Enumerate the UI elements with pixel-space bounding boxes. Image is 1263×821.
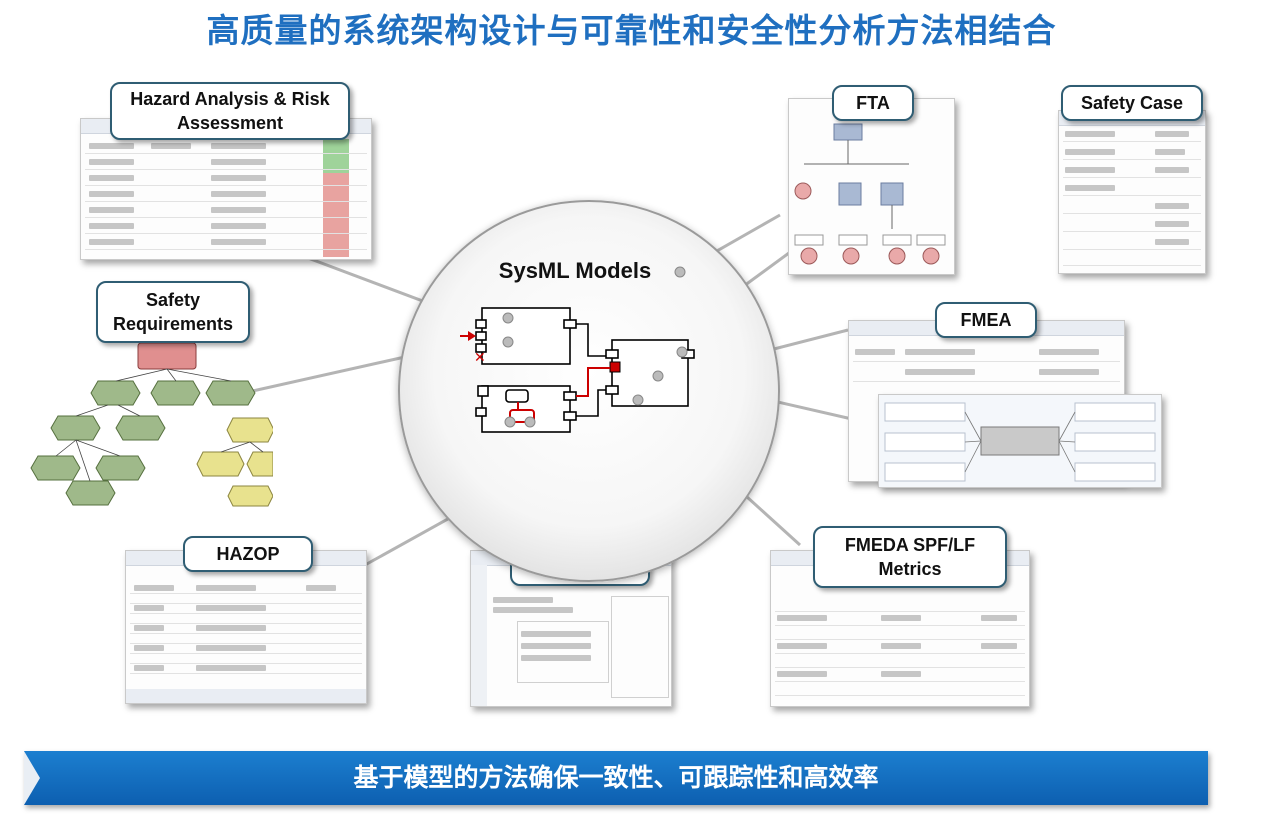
sysml-port: [605, 385, 619, 395]
hazop-label[interactable]: HAZOP: [183, 536, 313, 572]
fta-label[interactable]: FTA: [832, 85, 914, 121]
safety-case-thumbnail: [1058, 110, 1206, 274]
requirement-node-yellow: [227, 485, 273, 507]
requirement-node-yellow: [246, 451, 273, 477]
requirement-node: [30, 455, 81, 481]
sysml-port: [477, 385, 489, 397]
requirement-node: [150, 380, 201, 406]
requirement-node: [95, 455, 146, 481]
sysml-part: [505, 389, 529, 403]
sysml-port: [563, 391, 577, 401]
requirement-node: [50, 415, 101, 441]
sysml-models-title: SysML Models: [498, 258, 652, 283]
fault-tree: [794, 123, 946, 265]
sysml-block-diagram: ✕: [460, 266, 695, 433]
sysml-port: [475, 319, 487, 329]
connector-fmea: [761, 328, 849, 354]
requirement-node-yellow: [196, 451, 245, 477]
page-title: 高质量的系统架构设计与可靠性和安全性分析方法相结合: [206, 11, 1057, 50]
hazard-analysis-label[interactable]: Hazard Analysis & Risk Assessment: [110, 82, 350, 140]
sysml-port-highlight: [609, 361, 621, 373]
requirement-node: [205, 380, 256, 406]
safety-requirements-label[interactable]: Safety Requirements: [96, 281, 250, 343]
fmeda-label[interactable]: FMEDA SPF/LF Metrics: [813, 526, 1007, 588]
fmea-label[interactable]: FMEA: [935, 302, 1037, 338]
hazop-thumbnail: [125, 550, 367, 704]
sysml-port: [475, 331, 487, 341]
sysml-port: [475, 343, 487, 353]
sysml-port: [605, 349, 619, 359]
bottom-banner: [24, 751, 1208, 805]
sysml-block: [611, 339, 689, 407]
requirement-node: [115, 415, 166, 441]
svg-text:✕: ✕: [474, 350, 486, 366]
fta-thumbnail: [788, 98, 955, 275]
risk-column-green: [323, 139, 349, 173]
sysml-port: [563, 411, 577, 421]
sysml-port: [563, 319, 577, 329]
requirement-node-yellow: [226, 417, 273, 443]
fmea-cause-effect: [884, 402, 1156, 482]
requirement-node: [65, 480, 116, 506]
banner-text: 基于模型的方法确保一致性、可跟踪性和高效率: [353, 763, 879, 792]
requirement-root-node: [137, 342, 197, 370]
sysml-block: [481, 307, 571, 365]
safety-requirements-diagram: [30, 342, 273, 507]
sysml-port: [475, 407, 487, 417]
safety-case-label[interactable]: Safety Case: [1061, 85, 1203, 121]
fmea-detail-thumbnail: [878, 394, 1162, 488]
requirement-node: [90, 380, 141, 406]
